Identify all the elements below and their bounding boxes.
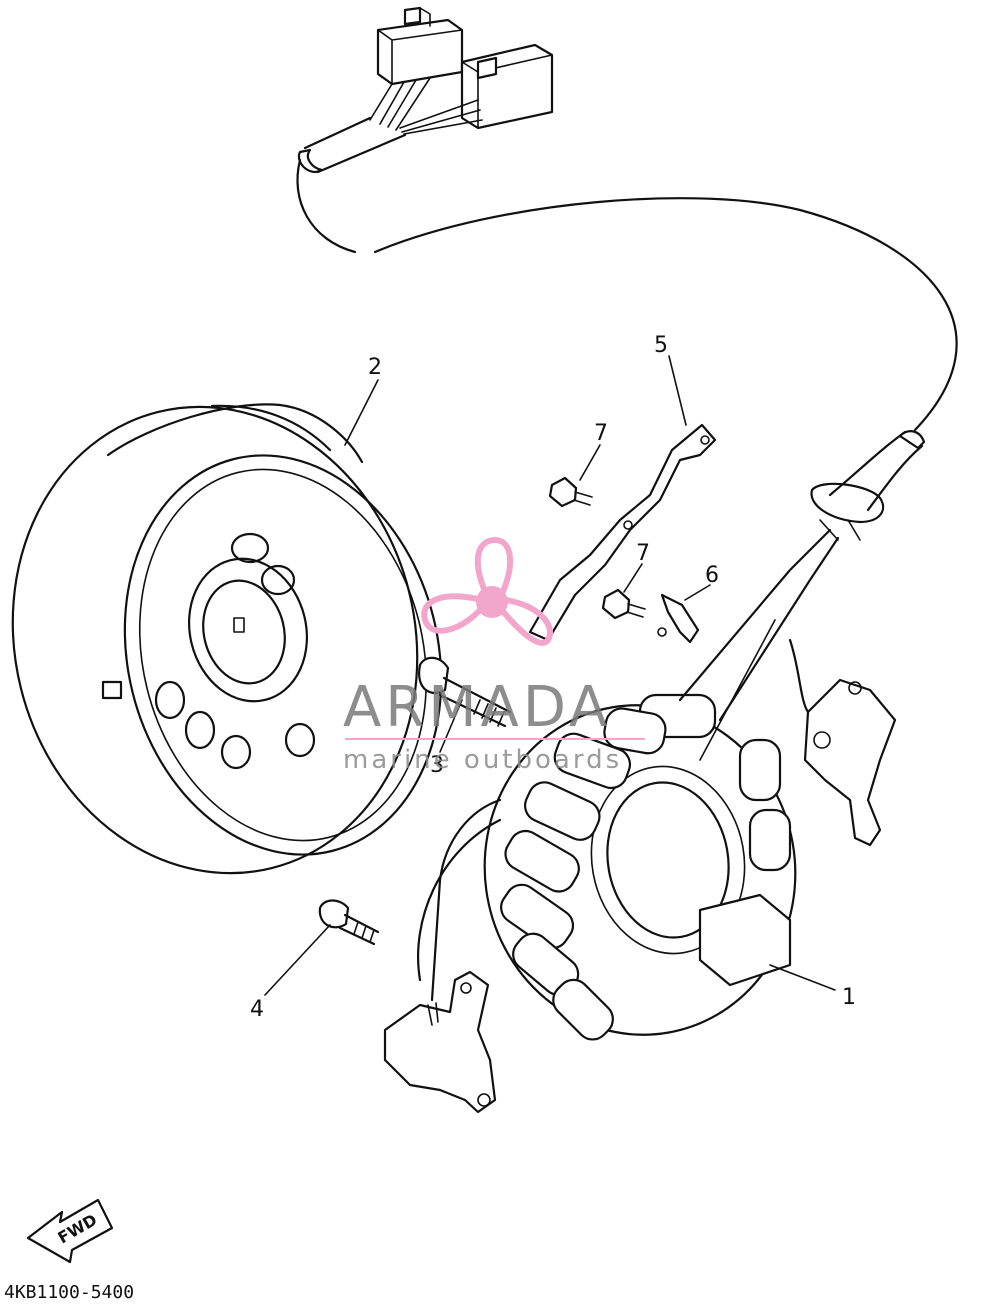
screw-7-lower	[601, 588, 646, 620]
callout-6: 6	[705, 563, 719, 588]
harness-connectors	[296, 6, 958, 432]
armada-watermark: ARMADA marine outboards	[343, 536, 645, 775]
bracket-5	[528, 423, 717, 642]
leader-lines	[264, 355, 836, 996]
cable-grommet	[810, 430, 926, 541]
watermark-title: ARMADA	[343, 675, 611, 740]
stator-assembly	[417, 528, 840, 1041]
bolt-4	[318, 899, 380, 946]
callout-labels: 1 2 3 4 5 6 7 7	[250, 333, 856, 1022]
pulser-coil-right	[788, 638, 897, 847]
bolt-3	[418, 656, 512, 728]
callout-3: 3	[430, 753, 444, 778]
callout-2: 2	[368, 355, 382, 380]
pulser-coil-left	[383, 970, 497, 1114]
callout-7-upper: 7	[594, 421, 608, 446]
watermark-subtitle: marine outboards	[343, 745, 622, 775]
callout-5: 5	[654, 333, 668, 358]
callout-7-lower: 7	[636, 541, 650, 566]
propeller-logo	[421, 536, 553, 646]
callout-4: 4	[250, 997, 264, 1022]
clip-6	[657, 593, 700, 644]
diagram-code: 4KB1100-5400	[4, 1282, 134, 1303]
flywheel-rotor	[11, 403, 443, 875]
screw-7-upper	[548, 476, 593, 508]
callout-1: 1	[842, 985, 856, 1010]
fwd-direction-arrow: FWD	[26, 1198, 114, 1264]
